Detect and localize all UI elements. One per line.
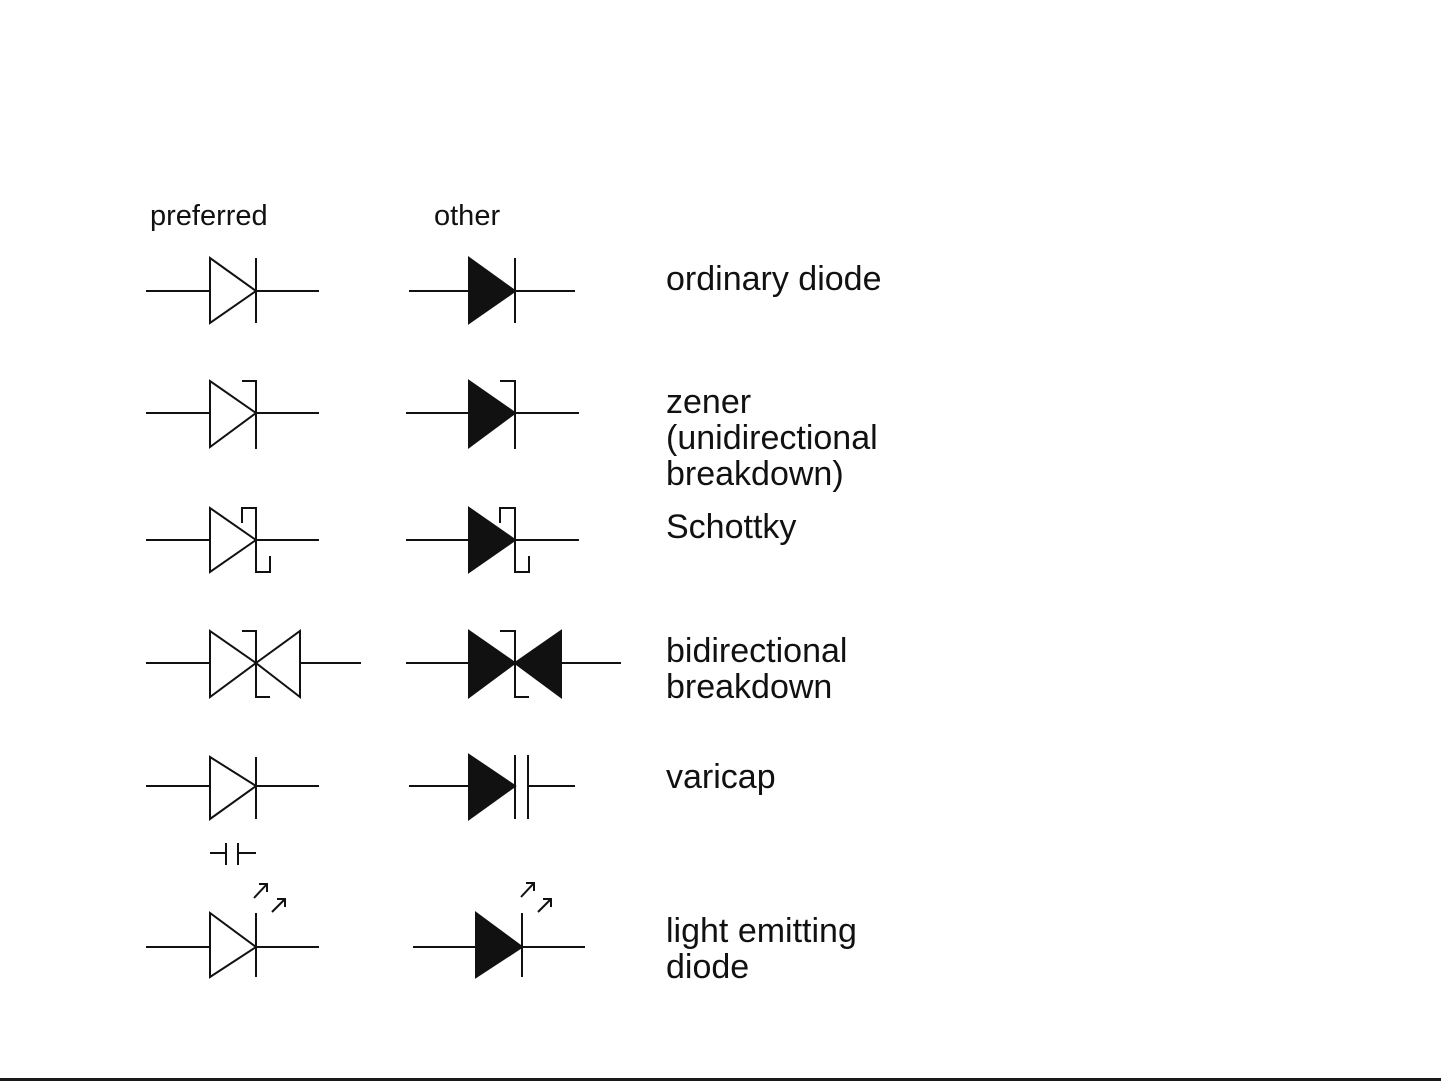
label-line: breakdown) xyxy=(666,456,878,492)
led-other-symbol xyxy=(413,883,585,977)
label-line: zener xyxy=(666,384,878,420)
label-line: light emitting xyxy=(666,913,857,949)
ordinary-diode-preferred-symbol xyxy=(146,258,319,323)
label-bidirectional-breakdown: bidirectional breakdown xyxy=(666,633,847,705)
label-schottky: Schottky xyxy=(666,509,796,545)
bidirectional-breakdown-other-symbol xyxy=(406,631,621,697)
varicap-preferred-symbol xyxy=(146,757,319,819)
label-line: diode xyxy=(666,949,857,985)
schottky-preferred-symbol xyxy=(146,508,319,572)
label-zener: zener (unidirectional breakdown) xyxy=(666,384,878,492)
label-varicap: varicap xyxy=(666,759,776,795)
label-line: breakdown xyxy=(666,669,847,705)
zener-other-symbol xyxy=(406,381,579,449)
label-light-emitting-diode: light emitting diode xyxy=(666,913,857,985)
label-line: bidirectional xyxy=(666,633,847,669)
led-preferred-symbol xyxy=(146,884,319,977)
ordinary-diode-other-symbol xyxy=(409,258,575,323)
label-line: varicap xyxy=(666,759,776,795)
label-line: (unidirectional xyxy=(666,420,878,456)
label-line: Schottky xyxy=(666,509,796,545)
label-ordinary-diode: ordinary diode xyxy=(666,261,881,297)
label-line: ordinary diode xyxy=(666,261,881,297)
bidirectional-breakdown-preferred-symbol xyxy=(146,631,361,697)
varicap-capacitor-glyph xyxy=(210,843,256,865)
zener-preferred-symbol xyxy=(146,381,319,449)
varicap-other-symbol xyxy=(409,755,575,819)
schottky-other-symbol xyxy=(406,508,579,572)
